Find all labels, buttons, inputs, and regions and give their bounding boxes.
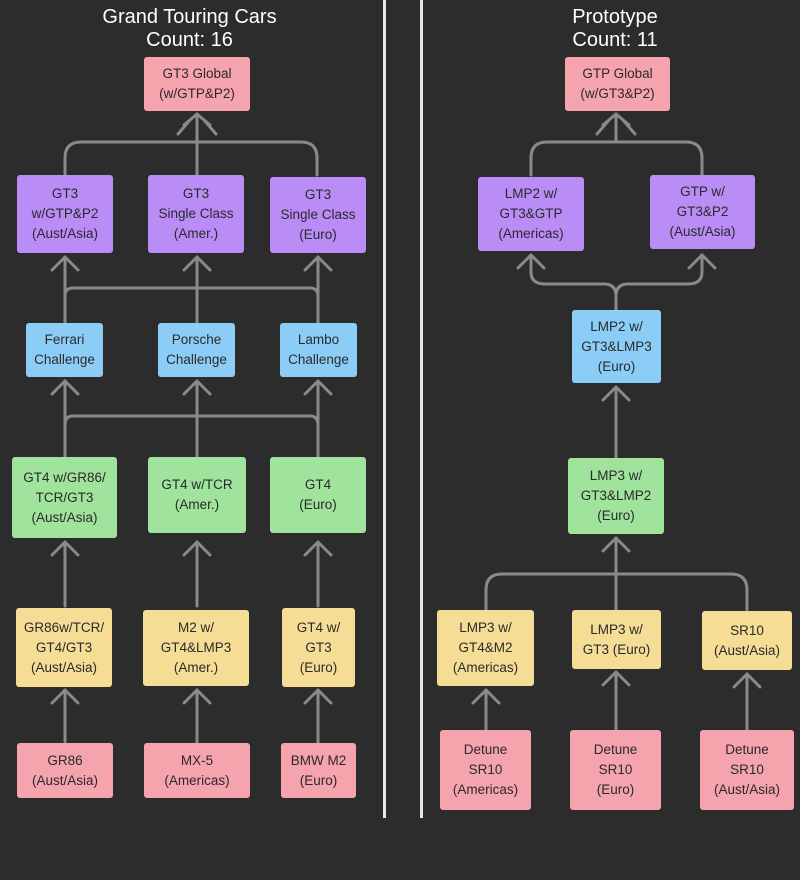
link-proto-top bbox=[529, 112, 704, 177]
lambo-challenge-box: Lambo Challenge bbox=[280, 323, 357, 377]
gt4-aust-asia-box: GT4 w/GR86/ TCR/GT3 (Aust/Asia) bbox=[12, 457, 117, 538]
detune-sr10-americas-box: Detune SR10 (Americas) bbox=[440, 730, 531, 810]
link-proto-mid-to-lmp3 bbox=[484, 536, 749, 612]
gr86-mid-box: GR86w/TCR/ GT4/GT3 (Aust/Asia) bbox=[16, 608, 112, 687]
porsche-challenge-box: Porsche Challenge bbox=[158, 323, 235, 377]
lmp2-americas-box: LMP2 w/ GT3&GTP (Americas) bbox=[478, 177, 584, 251]
arrowhead-gtp-global bbox=[595, 112, 637, 136]
arrowhead-mid-row bbox=[50, 688, 333, 705]
arrowhead-upper-row bbox=[516, 253, 717, 270]
gt3-amer-box: GT3 Single Class (Amer.) bbox=[148, 175, 244, 253]
lmp2-euro-box: LMP2 w/ GT3&LMP3 (Euro) bbox=[572, 310, 661, 383]
link-mid-to-gt4 bbox=[63, 540, 320, 608]
gt4-gt3-euro-box: GT4 w/ GT3 (Euro) bbox=[282, 608, 355, 687]
arrowhead-proto-mid bbox=[471, 670, 762, 705]
arrowhead-lmp2-euro bbox=[601, 385, 631, 402]
arrowhead-challenge-row bbox=[50, 379, 333, 396]
divider-right bbox=[420, 0, 423, 818]
link-proto-entry-to-mid bbox=[484, 670, 749, 732]
arrowhead-lmp3-euro bbox=[601, 536, 631, 553]
link-challenge-to-gt3 bbox=[63, 255, 320, 325]
link-gt4-to-challenge bbox=[63, 379, 320, 459]
detune-sr10-euro-box: Detune SR10 (Euro) bbox=[570, 730, 661, 810]
m2-mid-box: M2 w/ GT4&LMP3 (Amer.) bbox=[143, 610, 249, 686]
divider-left bbox=[383, 0, 386, 818]
lmp3-americas-box: LMP3 w/ GT4&M2 (Americas) bbox=[437, 610, 534, 686]
link-entry-to-mid bbox=[63, 688, 320, 744]
gtp-global-box: GTP Global (w/GT3&P2) bbox=[565, 57, 670, 111]
arrowhead-gt3-row bbox=[50, 255, 333, 272]
gt-title: Grand Touring Cars Count: 16 bbox=[102, 6, 277, 51]
mx5-entry-box: MX-5 (Americas) bbox=[144, 743, 250, 798]
lmp3-euro-box: LMP3 w/ GT3&LMP2 (Euro) bbox=[568, 458, 664, 534]
gt3-aust-asia-box: GT3 w/GTP&P2 (Aust/Asia) bbox=[17, 175, 113, 253]
link-lmp2-euro-up bbox=[529, 253, 704, 312]
arrowhead-global-left bbox=[176, 112, 218, 136]
link-gt3-to-global bbox=[63, 112, 319, 177]
gt3-euro-box: GT3 Single Class (Euro) bbox=[270, 177, 366, 253]
gt4-euro-box: GT4 (Euro) bbox=[270, 457, 366, 533]
lmp3-gt3-euro-box: LMP3 w/ GT3 (Euro) bbox=[572, 610, 661, 669]
gr86-entry-box: GR86 (Aust/Asia) bbox=[17, 743, 113, 798]
gt4-amer-box: GT4 w/TCR (Amer.) bbox=[148, 457, 246, 533]
gt3-global-box: GT3 Global (w/GTP&P2) bbox=[144, 57, 250, 111]
gtp-aust-asia-box: GTP w/ GT3&P2 (Aust/Asia) bbox=[650, 175, 755, 249]
proto-title: Prototype Count: 11 bbox=[572, 6, 658, 51]
bmw-m2-entry-box: BMW M2 (Euro) bbox=[281, 743, 356, 798]
sr10-aust-asia-box: SR10 (Aust/Asia) bbox=[702, 611, 792, 670]
ferrari-challenge-box: Ferrari Challenge bbox=[26, 323, 103, 377]
arrowhead-gt4-row bbox=[50, 540, 333, 557]
detune-sr10-aust-asia-box: Detune SR10 (Aust/Asia) bbox=[700, 730, 794, 810]
